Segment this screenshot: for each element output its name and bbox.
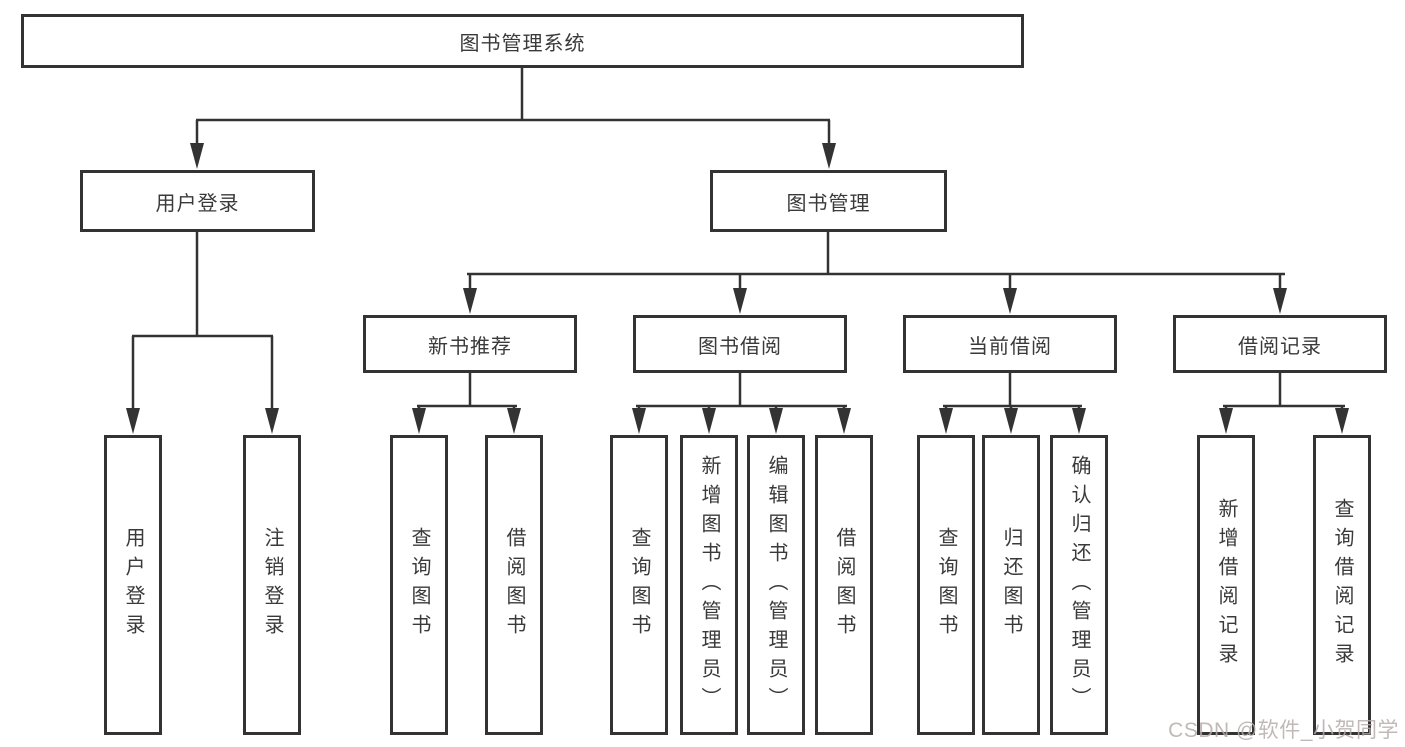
node-label: 查询图书 — [935, 527, 957, 643]
leaf-borrow-books-2: 借阅图书 — [815, 435, 873, 735]
edges-borrow-records-to-leaves — [1219, 373, 1349, 434]
node-book-management: 图书管理 — [710, 170, 947, 232]
leaf-query-borrow-record: 查询借阅记录 — [1313, 435, 1371, 735]
node-library-management-system: 图书管理系统 — [21, 14, 1024, 68]
leaf-add-books-admin: 新增图书（管理员） — [680, 435, 738, 735]
leaf-return-books: 归还图书 — [982, 435, 1040, 735]
edges-current-borrow-to-leaves — [939, 373, 1086, 434]
leaf-confirm-return-admin: 确认归还（管理员） — [1050, 435, 1108, 735]
edges-user-login-to-leaves — [126, 232, 279, 434]
node-label: 用户登录 — [155, 192, 240, 215]
node-label: 归还图书 — [1000, 527, 1022, 643]
node-label: 新书推荐 — [428, 335, 512, 358]
node-label: 图书管理系统 — [459, 32, 586, 55]
leaf-query-books-1: 查询图书 — [390, 435, 448, 735]
edges-book-mgmt-to-level3 — [463, 232, 1287, 314]
node-label: 借阅图书 — [503, 527, 525, 643]
node-borrowing-records: 借阅记录 — [1173, 315, 1387, 373]
node-user-login: 用户登录 — [80, 170, 315, 232]
node-label: 查询图书 — [628, 527, 650, 643]
node-label: 查询图书 — [408, 527, 430, 643]
node-label: 查询借阅记录 — [1331, 498, 1353, 672]
edges-book-borrow-to-leaves — [632, 373, 851, 434]
leaf-edit-books-admin: 编辑图书（管理员） — [747, 435, 805, 735]
node-label: 新增借阅记录 — [1215, 498, 1237, 672]
node-label: 新增图书（管理员） — [698, 454, 720, 716]
node-label: 当前借阅 — [968, 335, 1052, 358]
leaf-query-books-2: 查询图书 — [610, 435, 668, 735]
edges-new-book-rec-to-leaves — [412, 373, 521, 434]
node-label: 借阅记录 — [1238, 335, 1322, 358]
node-label: 用户登录 — [122, 527, 144, 643]
node-label: 借阅图书 — [833, 527, 855, 643]
leaf-add-borrow-record: 新增借阅记录 — [1197, 435, 1255, 735]
leaf-borrow-books-1: 借阅图书 — [485, 435, 543, 735]
leaf-user-login: 用户登录 — [104, 435, 162, 735]
node-label: 图书管理 — [786, 192, 871, 215]
leaf-logout: 注销登录 — [243, 435, 301, 735]
node-book-borrowing: 图书借阅 — [633, 315, 847, 373]
node-current-borrowing: 当前借阅 — [903, 315, 1117, 373]
leaf-query-books-3: 查询图书 — [917, 435, 975, 735]
node-new-book-recommendation: 新书推荐 — [363, 315, 577, 373]
csdn-watermark: CSDN @软件_小贺同学 — [1168, 719, 1399, 742]
node-label: 图书借阅 — [698, 335, 782, 358]
edges-root-to-level2 — [190, 68, 836, 169]
node-label: 确认归还（管理员） — [1068, 454, 1090, 716]
node-label: 编辑图书（管理员） — [765, 454, 787, 716]
node-label: 注销登录 — [261, 527, 283, 643]
